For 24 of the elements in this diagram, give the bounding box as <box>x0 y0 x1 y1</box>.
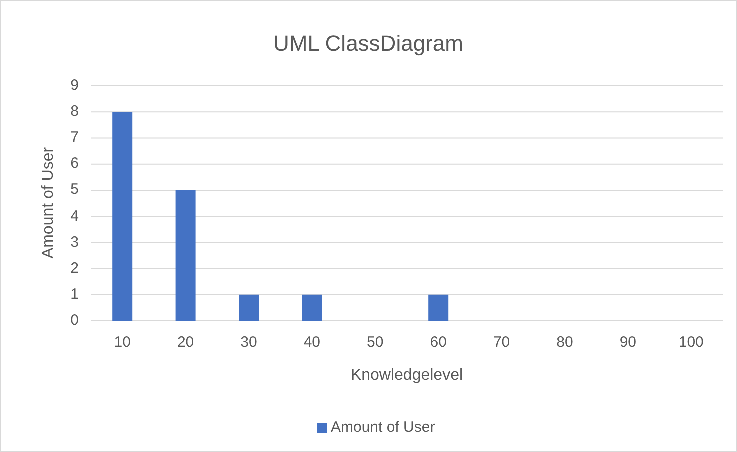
tick-label: 20 <box>176 334 196 351</box>
tick-label: 10 <box>113 334 132 351</box>
tick-label: 0 <box>70 312 79 329</box>
tick-label: 50 <box>366 334 385 351</box>
tick-label: 5 <box>70 181 79 198</box>
tick-label: 70 <box>492 334 512 351</box>
tick-label: 8 <box>70 103 79 120</box>
tick-label: 1 <box>70 286 79 303</box>
tick-label: 6 <box>70 155 79 172</box>
tick-label: 100 <box>678 334 705 351</box>
tick-label: 90 <box>618 334 638 351</box>
tick-label: 30 <box>240 334 258 351</box>
tick-label: 60 <box>429 334 448 351</box>
tick-label: 80 <box>556 334 574 351</box>
legend-label: Amount of User <box>331 419 436 436</box>
x-axis-label: Knowledgelevel <box>350 367 464 385</box>
tick-label: 3 <box>70 234 79 251</box>
tick-label: 9 <box>70 77 79 94</box>
chart-title: UML ClassDiagram <box>272 31 464 57</box>
tick-label: 7 <box>70 129 79 146</box>
tick-label: 2 <box>70 260 79 277</box>
y-axis-label: Amount of User <box>40 147 58 259</box>
tick-label: 4 <box>70 208 79 225</box>
tick-label: 40 <box>302 334 322 351</box>
